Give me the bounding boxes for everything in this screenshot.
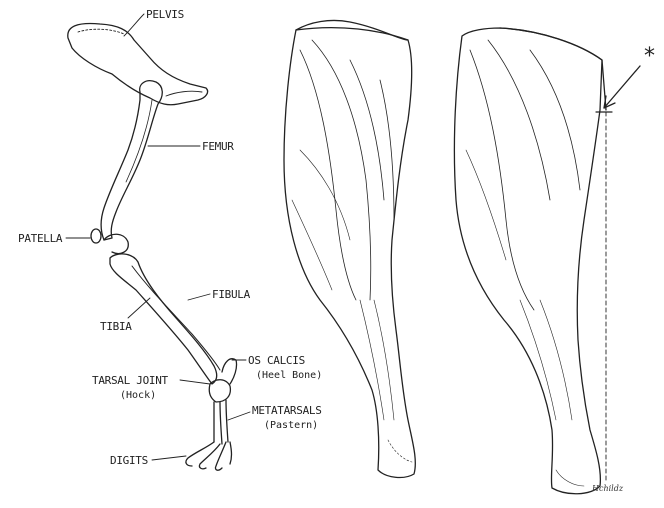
label-fibula: FIBULA [212, 288, 250, 301]
label-os-calcis: OS CALCIS [248, 354, 305, 367]
leader-lines [66, 14, 250, 460]
label-os-calcis-sub: (Heel Bone) [256, 370, 322, 381]
artist-signature: Hchildz [592, 484, 623, 493]
label-patella: PATELLA [18, 232, 62, 245]
pelvis-bone [68, 24, 208, 105]
tibia-bone [110, 254, 217, 384]
patella-bone [91, 229, 101, 243]
skeleton-drawing [68, 24, 237, 471]
label-metatarsals: METATARSALS [252, 404, 322, 417]
label-tarsal-joint-sub: (Hock) [120, 390, 156, 401]
label-digits: DIGITS [110, 454, 148, 467]
annotation-arrow [604, 66, 640, 108]
annotation-asterisk: * [644, 44, 655, 69]
digit-bones [186, 442, 232, 470]
muscle-leg-drawing-2 [454, 28, 640, 494]
label-femur: FEMUR [202, 140, 234, 153]
femur-bone [101, 81, 162, 240]
label-metatarsals-sub: (Pastern) [264, 420, 318, 431]
label-pelvis: PELVIS [146, 8, 184, 21]
metatarsal-bones [214, 400, 228, 444]
label-tarsal-joint: TARSAL JOINT [92, 374, 168, 387]
label-tibia: TIBIA [100, 320, 132, 333]
